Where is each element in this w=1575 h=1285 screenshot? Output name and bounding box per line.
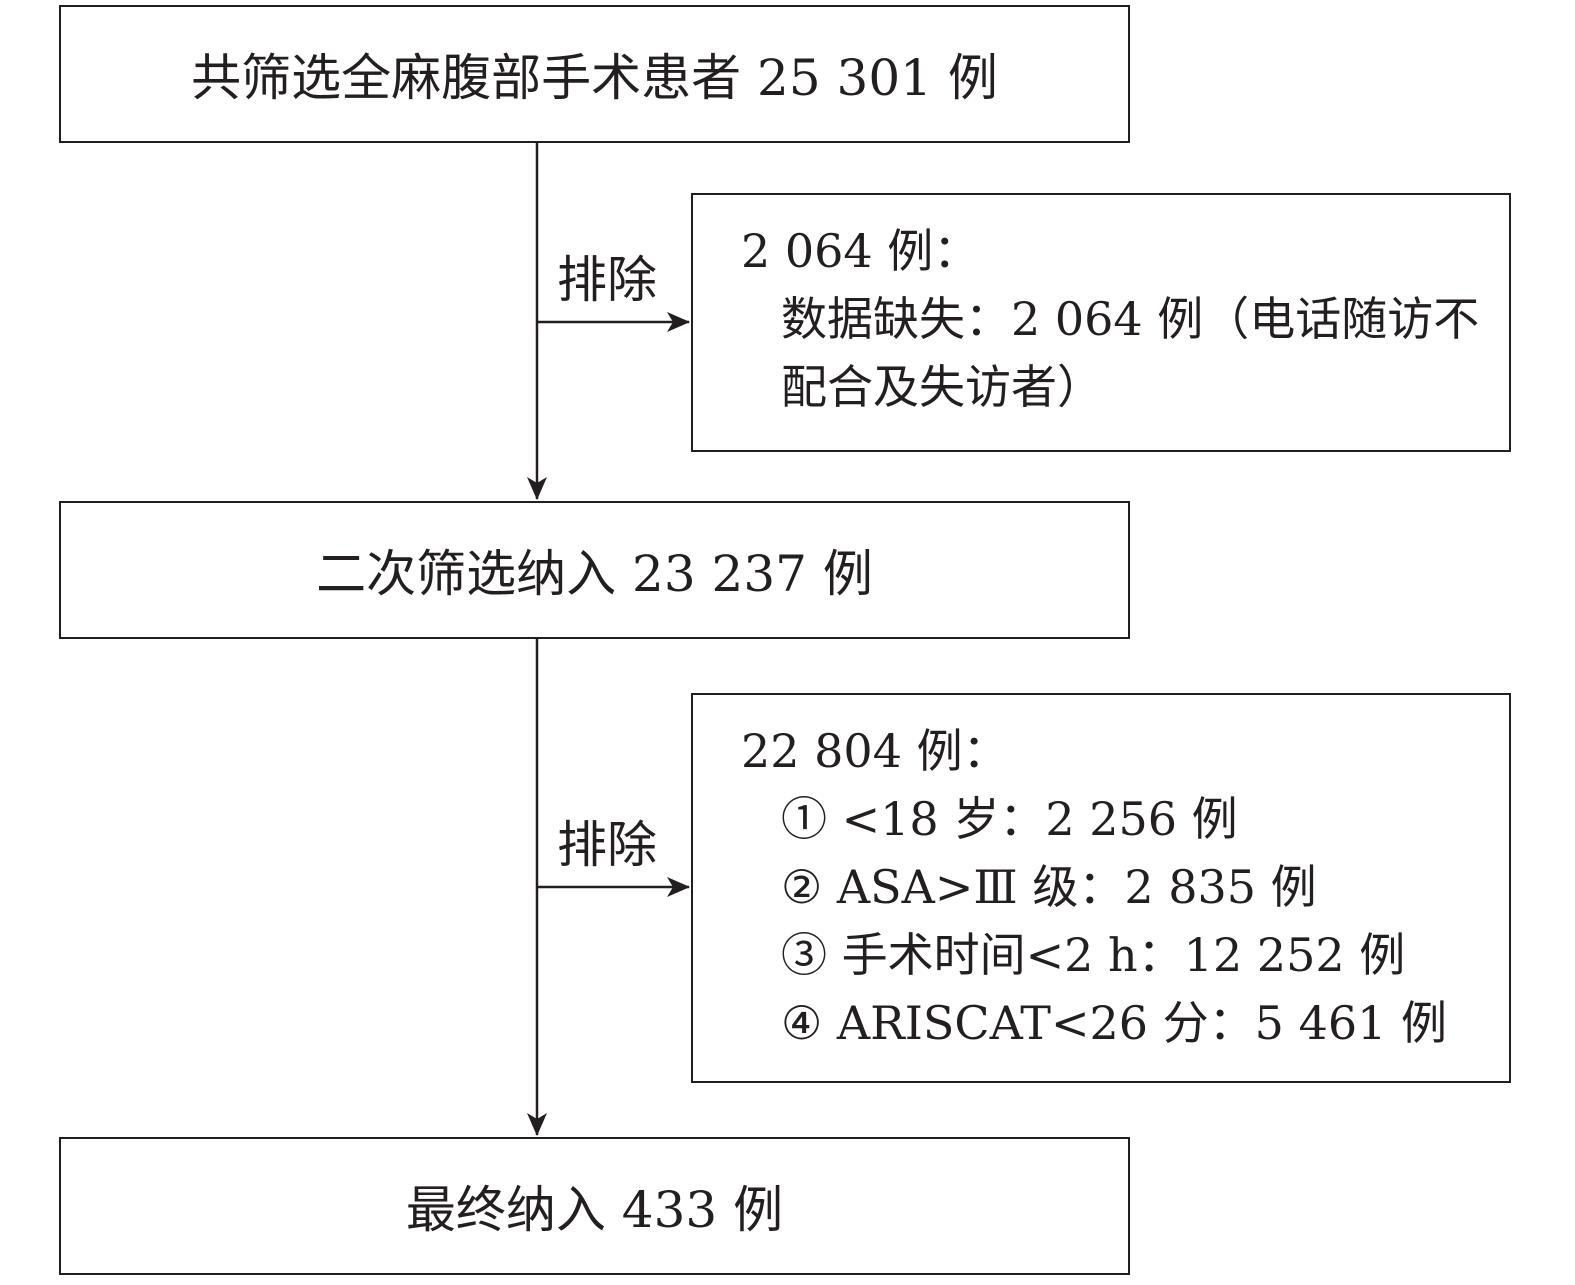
arrowhead-right-1 (667, 312, 690, 332)
exclusion-2-item: ③ 手术时间<2 h：12 252 例 (781, 928, 1406, 982)
exclusion-1-header: 2 064 例： (741, 224, 980, 278)
exclusion-1-item: 数据缺失：2 064 例（电话随访不配合及失访者） (781, 292, 1480, 414)
exclusion-2-item: ④ ARISCAT<26 分：5 461 例 (781, 996, 1447, 1050)
second-screening-label: 二次筛选纳入 23 237 例 (316, 545, 873, 603)
second-screening-box: 二次筛选纳入 23 237 例 (59, 501, 1130, 639)
arrowhead-right-2 (667, 877, 690, 897)
exclusion-2-header: 22 804 例： (741, 724, 1009, 778)
final-inclusion-label: 最终纳入 433 例 (405, 1181, 784, 1239)
screening-box: 共筛选全麻腹部手术患者 25 301 例 (59, 5, 1130, 143)
exclusion-1-label: 排除 (557, 251, 657, 309)
exclusion-2-label: 排除 (557, 816, 657, 874)
exclusion-2-item: ② ASA>Ⅲ 级：2 835 例 (781, 860, 1317, 914)
exclusion-1-box: 2 064 例： 数据缺失：2 064 例（电话随访不配合及失访者） (691, 193, 1511, 452)
arrowhead-down-2 (527, 1113, 547, 1136)
exclusion-2-item: ① <18 岁：2 256 例 (781, 792, 1238, 846)
arrowhead-down-1 (527, 477, 547, 500)
screening-label: 共筛选全麻腹部手术患者 25 301 例 (191, 49, 998, 107)
final-inclusion-box: 最终纳入 433 例 (59, 1137, 1130, 1275)
exclusion-2-box: 22 804 例： ① <18 岁：2 256 例 ② ASA>Ⅲ 级：2 83… (691, 693, 1511, 1083)
